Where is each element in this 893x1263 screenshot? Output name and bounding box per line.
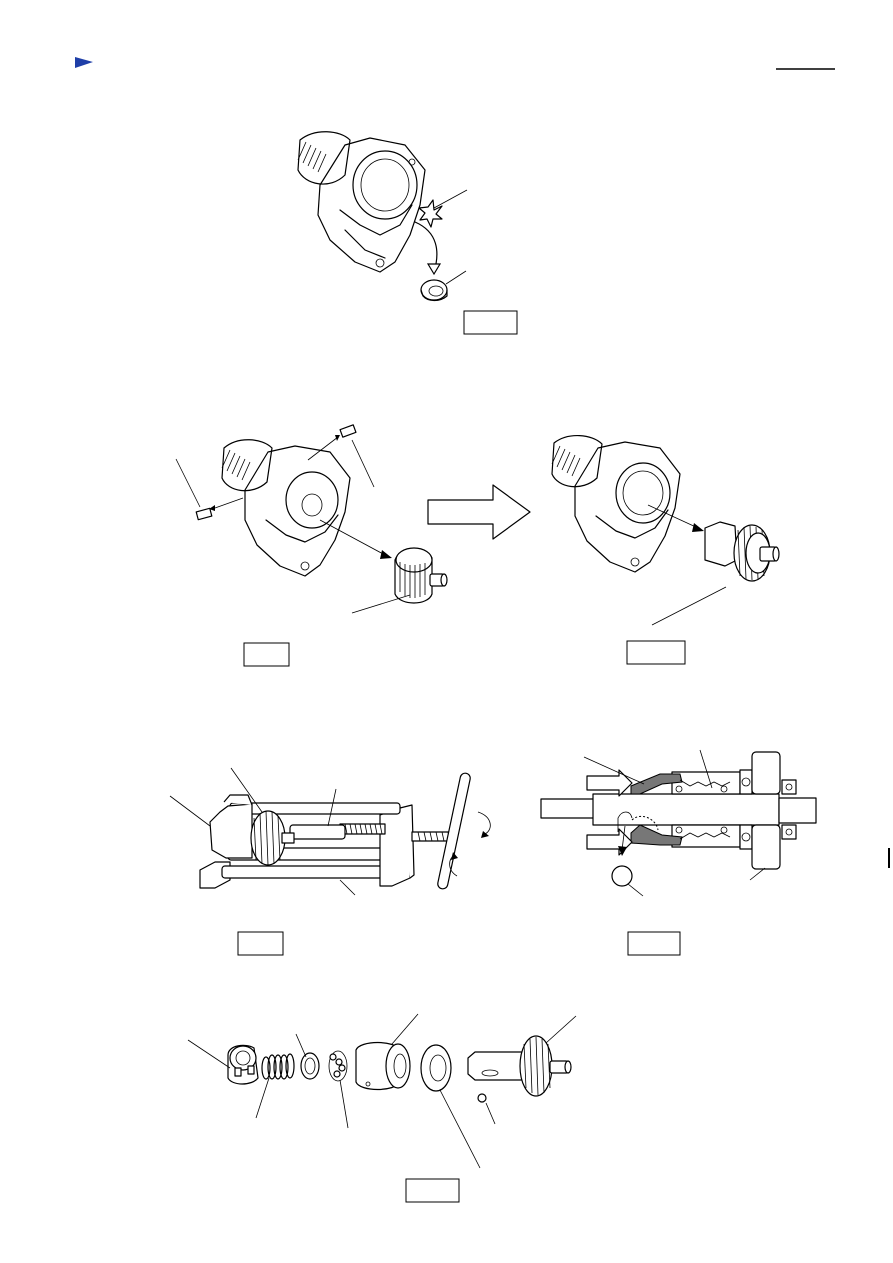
blue-triangle-icon: [75, 57, 93, 68]
housing-gear-assembly: [551, 435, 780, 626]
figure-label-box-5: [627, 931, 681, 956]
transition-arrow: [427, 484, 531, 540]
figure-label-6: [406, 1179, 459, 1202]
housing-pin-removal: [175, 424, 448, 614]
figure-label-box-3: [626, 640, 686, 665]
clutch-cross-section: [540, 749, 817, 897]
figure-label-box-4: [237, 931, 284, 956]
figure-label-4: [238, 932, 283, 955]
figure-label-3: [627, 641, 685, 664]
figure-label-1: [464, 311, 517, 334]
press-tool: [169, 767, 491, 896]
figure-label-box-1: [463, 310, 518, 335]
page-number: [776, 48, 835, 68]
figure-label-box-6: [405, 1178, 460, 1203]
figure-label-box-2: [243, 642, 290, 667]
figure-label-5: [628, 932, 680, 955]
figure-label-2: [244, 643, 289, 666]
housing-bearing-removal: [297, 131, 468, 302]
clutch-exploded-view: [187, 1013, 577, 1169]
